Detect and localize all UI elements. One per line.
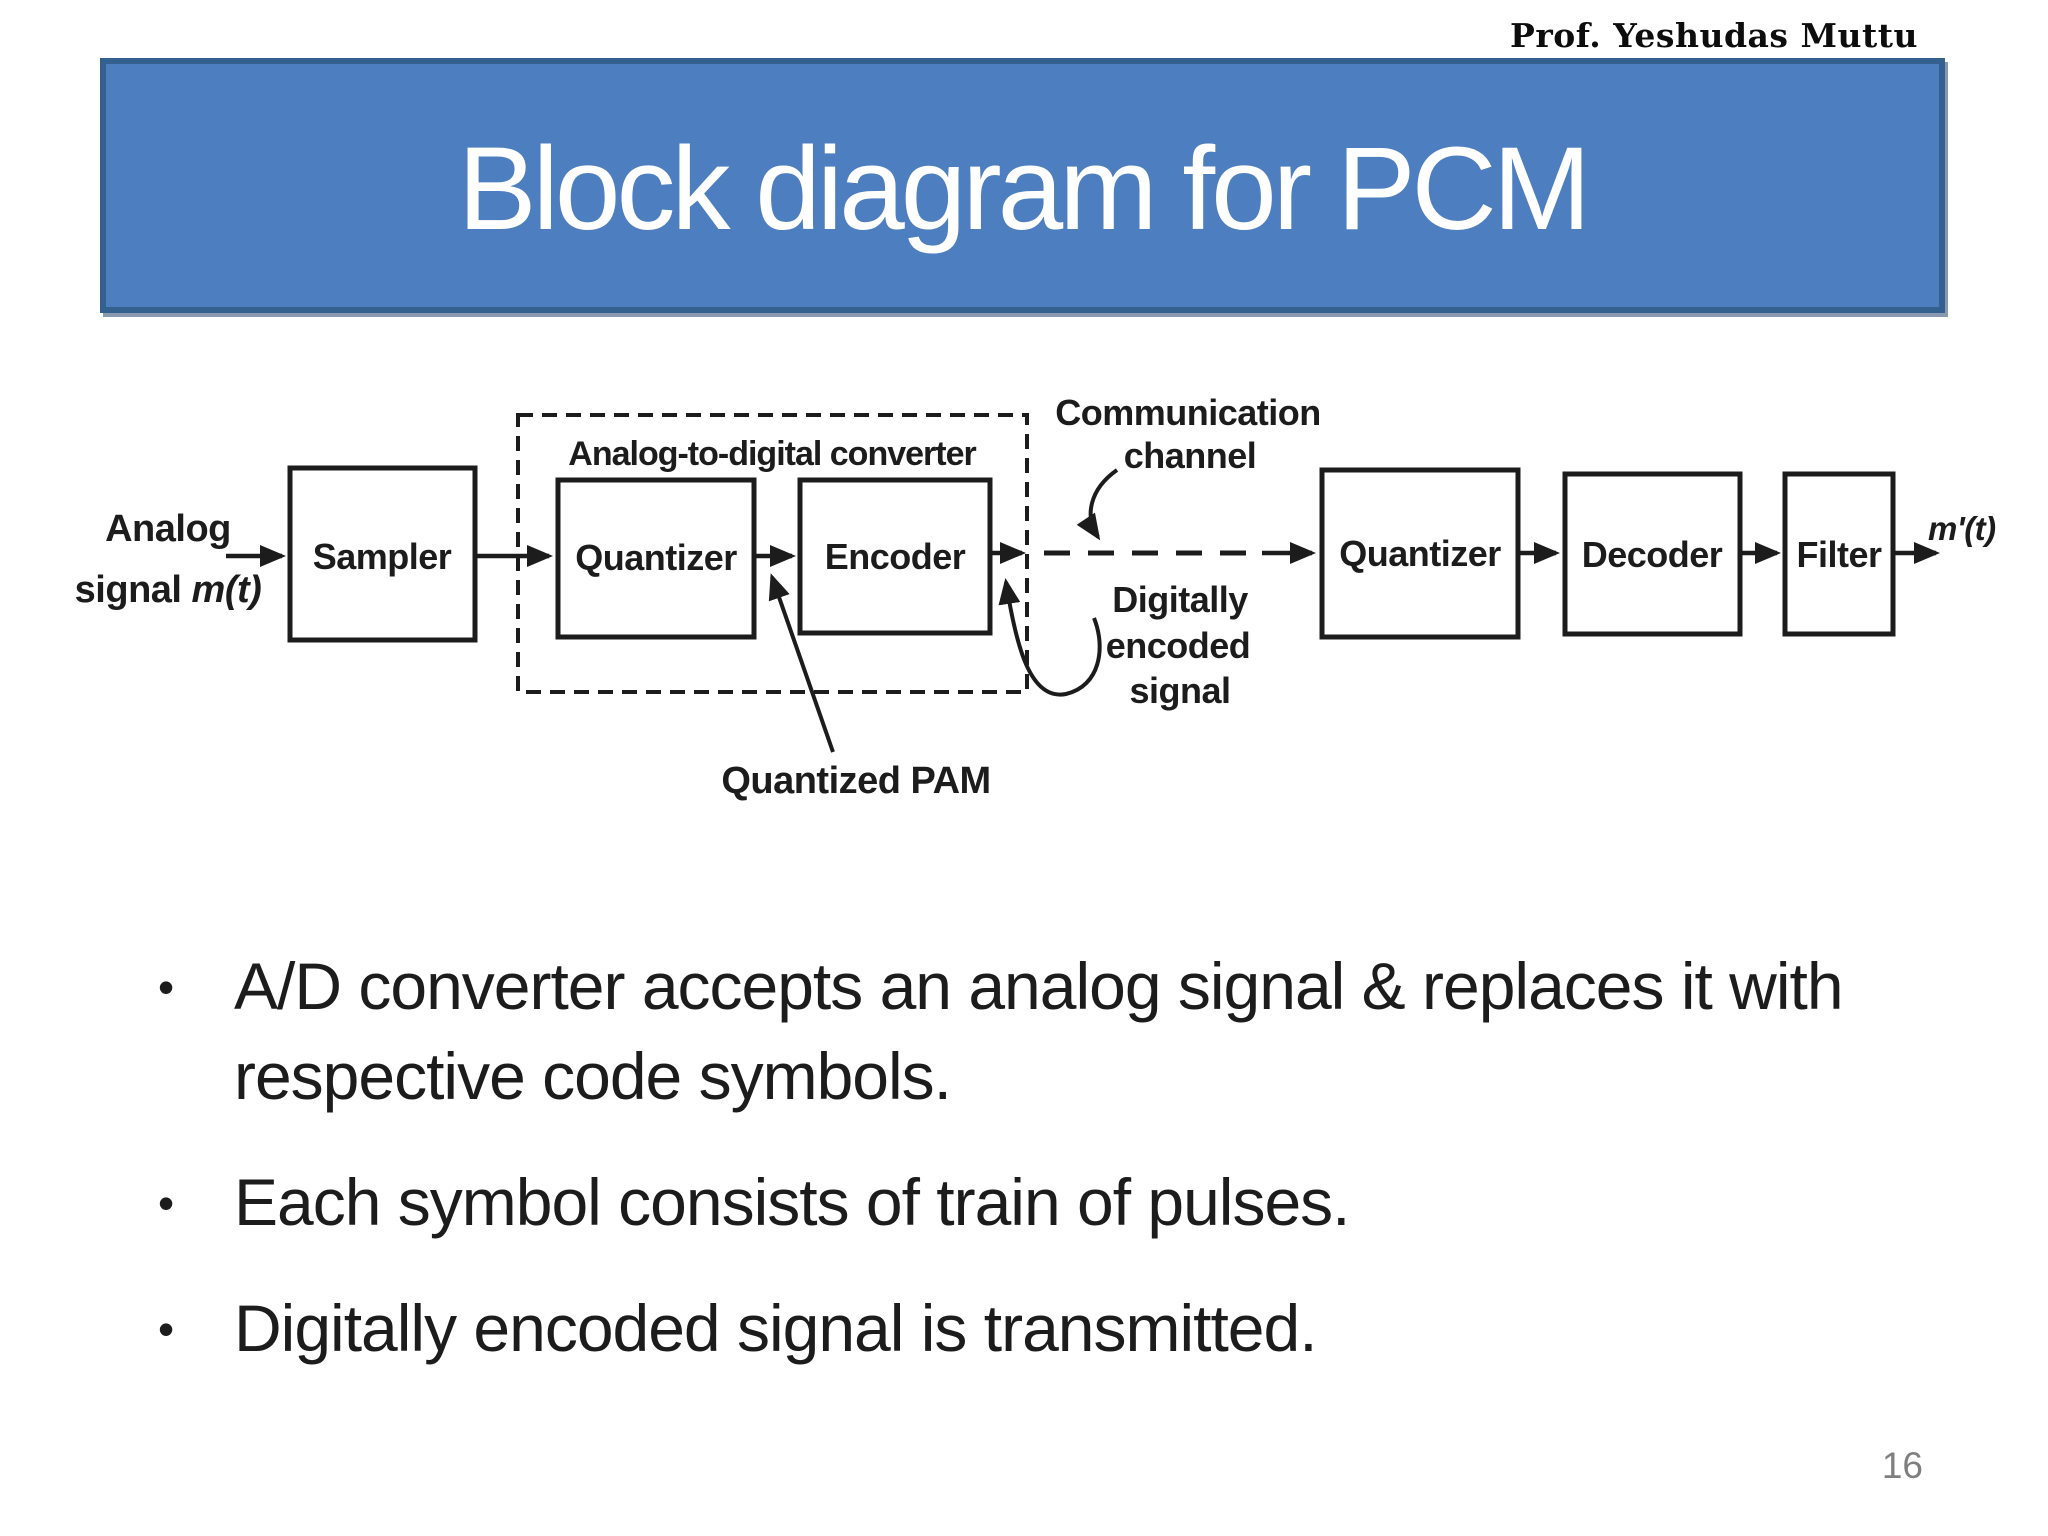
bullet-list: • A/D converter accepts an analog signal…: [158, 942, 1928, 1410]
author-credit: Prof. Yeshudas Muttu: [1510, 16, 1918, 55]
quantizer-tx-label: Quantizer: [575, 537, 737, 578]
analog-signal-word: signal: [75, 569, 192, 611]
encoder-block: [797, 477, 993, 636]
quantized-pam-label: Quantized PAM: [721, 760, 990, 802]
encoder-label: Encoder: [825, 536, 966, 577]
pcm-block-diagram: Analog signal m(t) Analog-to-digital con…: [75, 392, 1997, 802]
list-item: • A/D converter accepts an analog signal…: [158, 942, 1928, 1122]
analog-signal-label-line2: signal m(t): [75, 569, 262, 611]
title-banner: Block diagram for PCM: [100, 58, 1945, 313]
communication-pointer-arrow: [1076, 468, 1119, 541]
quantizer-rx-block: [1319, 467, 1521, 640]
list-item: • Digitally encoded signal is transmitte…: [158, 1284, 1928, 1374]
output-signal-label: m'(t): [1928, 510, 1996, 547]
communication-label-line2: channel: [1124, 435, 1257, 476]
quantized-pam-pointer-arrow: [768, 573, 835, 753]
page-number: 16: [1881, 1445, 1923, 1486]
bullet-text: Digitally encoded signal is transmitted.: [234, 1290, 1318, 1365]
encoded-label-line3: signal: [1129, 670, 1230, 711]
quantizer-tx-block: [555, 477, 757, 640]
analog-signal-var: m(t): [192, 569, 262, 611]
adc-group-label: Analog-to-digital converter: [568, 435, 976, 473]
filter-label: Filter: [1796, 534, 1882, 575]
slide-title: Block diagram for PCM: [457, 122, 1591, 255]
sampler-label: Sampler: [313, 536, 452, 577]
bullet-text: A/D converter accepts an analog signal &…: [234, 949, 1844, 1113]
filter-block: [1782, 471, 1896, 637]
bullet-text: Each symbol consists of train of pulses.: [234, 1164, 1351, 1239]
encoded-label-line1: Digitally: [1112, 579, 1248, 620]
analog-signal-label-line1: Analog: [105, 508, 231, 550]
quantizer-rx-label: Quantizer: [1339, 533, 1501, 574]
communication-label-line1: Communication: [1055, 392, 1321, 433]
encoded-label-line2: encoded: [1106, 625, 1251, 666]
list-item: • Each symbol consists of train of pulse…: [158, 1158, 1928, 1248]
decoder-block: [1562, 471, 1743, 637]
bullet-icon: •: [158, 1176, 174, 1229]
bullet-icon: •: [158, 1302, 174, 1355]
bullet-icon: •: [158, 961, 174, 1013]
decoder-label: Decoder: [1582, 534, 1723, 575]
encoded-pointer-arrow: [998, 578, 1102, 697]
adc-group-box: [516, 413, 1029, 694]
sampler-block: [287, 465, 478, 643]
